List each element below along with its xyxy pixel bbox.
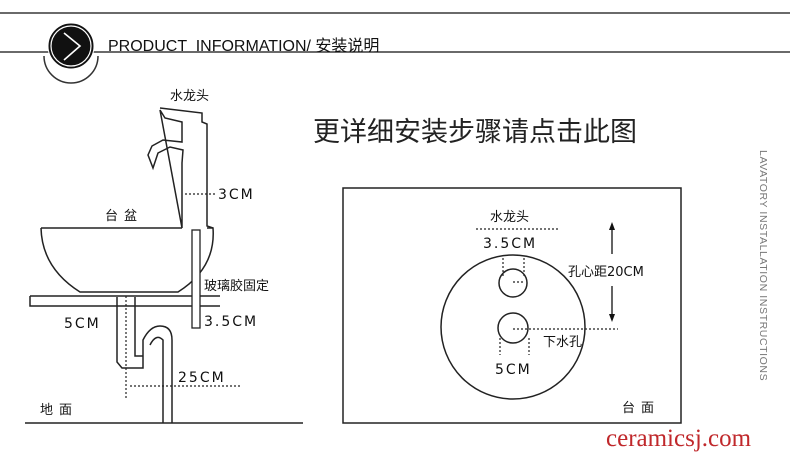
chevron-right-icon (43, 22, 99, 84)
floor-label: 地面 (40, 403, 78, 418)
top-faucet-label: 水龙头 (490, 210, 529, 225)
rod-width-label: 3.5CM (204, 314, 258, 330)
drain-hole-label: 下水孔 (543, 335, 582, 350)
faucet-label: 水龙头 (170, 89, 209, 104)
header-title: PRODUCT INFORMATION/ 安装说明 (108, 37, 379, 55)
trap-height-label: 25CM (178, 370, 226, 386)
glue-label: 玻璃胶固定 (204, 278, 269, 294)
faucet-hole-label: 3.5CM (483, 236, 537, 252)
basin-label: 台盆 (105, 209, 143, 224)
watermark: ceramicsj.com (606, 425, 752, 452)
detailed-steps-link[interactable]: 更详细安装步骤请点击此图 (313, 117, 637, 148)
vertical-caption: LAVATORY INSTALLATION INSTRUCTIONS (757, 150, 769, 381)
counter-label: 台面 (622, 401, 660, 416)
top-view-drawing: 水龙头 3.5CM 孔心距20CM 下水孔 5CM 台面 (342, 187, 682, 424)
drain-hole-size-label: 5CM (495, 362, 532, 378)
hole-distance-label: 孔心距20CM (568, 265, 644, 280)
faucet-width-label: 3CM (218, 187, 255, 203)
drain-width-label: 5CM (64, 316, 101, 332)
side-view-drawing: 水龙头 3CM 台盆 玻璃胶固定 3.5CM 5CM 25CM 地面 (25, 89, 303, 424)
